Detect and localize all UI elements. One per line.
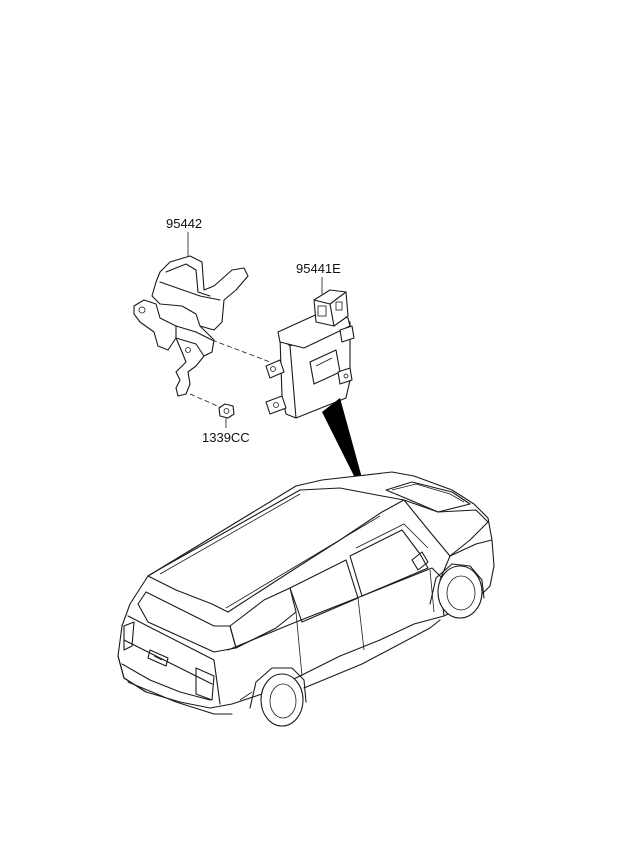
callout-95441e: 95441E — [296, 261, 341, 276]
control-unit-module — [265, 289, 355, 419]
flange-nut — [218, 403, 235, 419]
vehicle-illustration — [117, 471, 495, 727]
callout-95442: 95442 — [166, 216, 202, 231]
callout-1339cc: 1339CC — [202, 430, 250, 445]
front-wheel — [429, 563, 485, 619]
mounting-bracket — [133, 255, 249, 397]
location-pointer — [322, 398, 362, 480]
fastening-line-upper — [211, 339, 271, 363]
rear-wheel — [249, 667, 307, 727]
fastening-line-lower — [189, 393, 223, 409]
